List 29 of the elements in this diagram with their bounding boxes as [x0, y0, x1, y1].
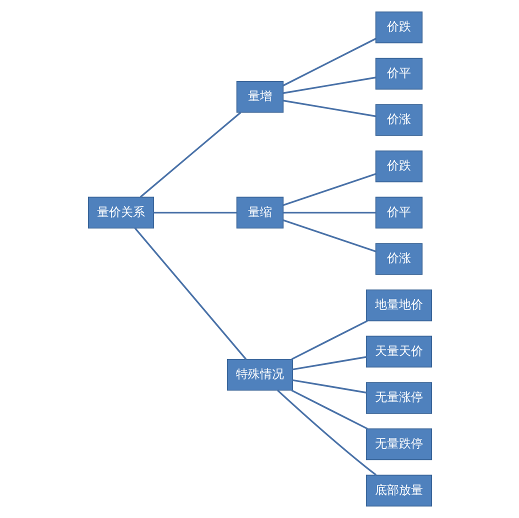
- connector: [282, 76, 376, 94]
- connector: [282, 219, 376, 252]
- node-box: 天量天价: [365, 336, 432, 368]
- connector: [292, 379, 366, 394]
- connector: [292, 356, 366, 370]
- node-box: 价跌: [374, 150, 422, 182]
- connector: [290, 320, 368, 360]
- node-box: 特殊情况: [226, 358, 293, 391]
- node-box: 量价关系: [88, 196, 154, 229]
- connector: [290, 390, 368, 430]
- node-box: 价跌: [374, 12, 422, 44]
- node-box: 价涨: [374, 104, 422, 136]
- node-box: 底部放量: [365, 474, 432, 506]
- node-box: 价平: [374, 58, 422, 90]
- node-box: 地量地价: [365, 289, 432, 322]
- node-box: 量缩: [236, 196, 284, 229]
- node-box: 无量跌停: [365, 428, 432, 460]
- node-box: 无量涨停: [365, 382, 432, 414]
- connector: [282, 173, 376, 206]
- connector: [139, 112, 241, 198]
- connector: [134, 228, 246, 360]
- node-box: 价平: [374, 196, 422, 229]
- connector: [282, 100, 376, 118]
- connector: [153, 212, 236, 214]
- node-box: 价涨: [374, 243, 422, 275]
- connector: [282, 212, 376, 214]
- connector: [276, 390, 376, 476]
- connector: [282, 38, 376, 86]
- node-box: 量增: [236, 81, 284, 113]
